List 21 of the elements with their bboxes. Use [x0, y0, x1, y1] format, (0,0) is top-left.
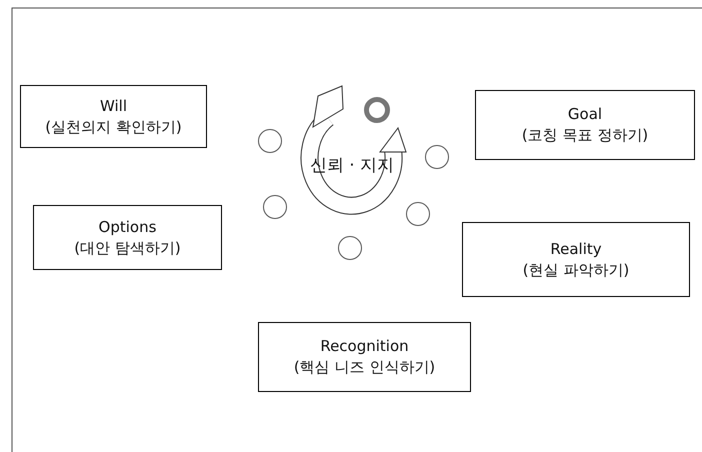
stage-title: Will — [100, 96, 127, 116]
stage-box — [258, 322, 471, 392]
stage-title: Goal — [568, 104, 602, 125]
highlighted-circle-marker — [364, 97, 390, 123]
stage-box — [462, 222, 690, 297]
stage-description: (실천의지 확인하기) — [45, 116, 182, 138]
circle-marker — [258, 129, 282, 153]
stage-title: Options — [98, 216, 156, 238]
circle-marker — [406, 202, 430, 226]
circle-marker — [425, 145, 449, 169]
stage-description: (대안 탐색하기) — [74, 238, 181, 258]
stage-box — [20, 85, 207, 148]
circle-marker — [338, 236, 362, 260]
stage-title: Reality — [550, 238, 602, 260]
stage-description: (현실 파악하기) — [522, 260, 630, 280]
stage-title: Recognition — [320, 336, 409, 357]
stage-description: (핵심 니즈 인식하기) — [294, 357, 436, 378]
stage-box — [33, 205, 222, 270]
stage-description: (코칭 목표 정하기) — [522, 125, 648, 146]
circle-marker — [263, 195, 287, 219]
stage-box — [475, 90, 695, 160]
